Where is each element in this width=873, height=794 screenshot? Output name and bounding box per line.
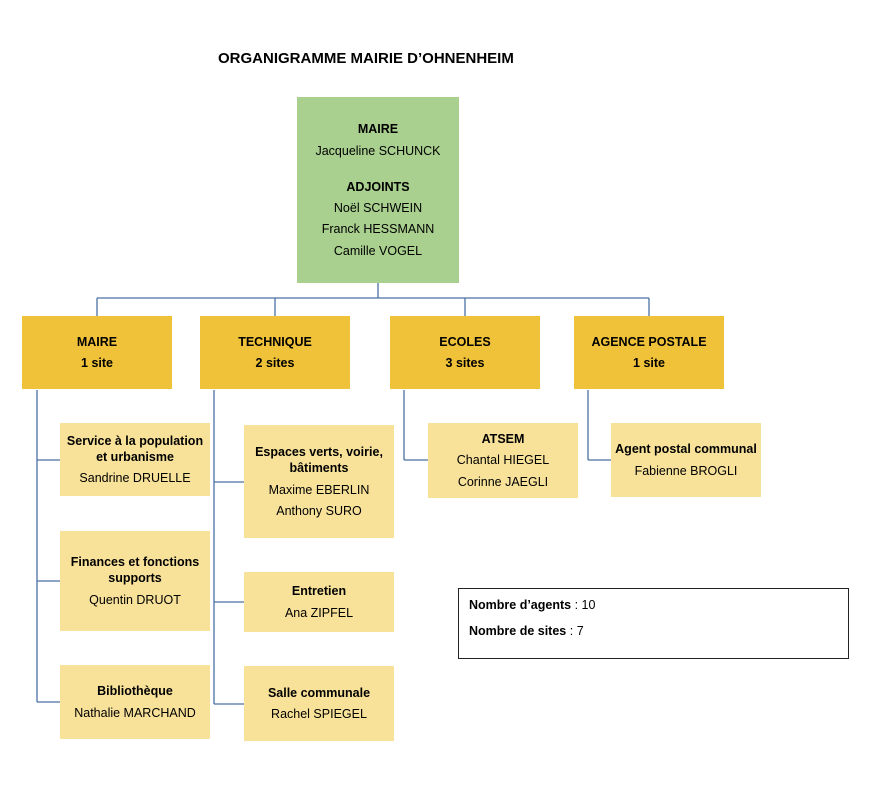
dept-ecoles: ECOLES 3 sites <box>390 316 540 389</box>
unit-title: Agent postal communal <box>615 442 757 457</box>
unit-agent-postal: Agent postal communal Fabienne BROGLI <box>611 423 761 497</box>
maire-adjoints-box: MAIRE Jacqueline SCHUNCK ADJOINTS Noël S… <box>297 97 459 283</box>
dept-sites: 1 site <box>633 356 665 370</box>
dept-name: ECOLES <box>439 334 491 349</box>
dept-sites: 1 site <box>81 356 113 370</box>
unit-finances: Finances et fonctions supports Quentin D… <box>60 531 210 631</box>
maire-name: Jacqueline SCHUNCK <box>315 143 441 158</box>
unit-title: Entretien <box>291 584 347 599</box>
dept-agence-postale: AGENCE POSTALE 1 site <box>574 316 724 389</box>
unit-title: Salle communale <box>267 685 371 700</box>
unit-salle-communale: Salle communale Rachel SPIEGEL <box>244 666 394 741</box>
summary-box: Nombre d’agents : 10 Nombre de sites : 7 <box>458 588 849 659</box>
unit-person: Anthony SURO <box>276 503 362 518</box>
unit-person: Chantal HIEGEL <box>456 453 550 468</box>
sites-count-line: Nombre de sites : 7 <box>469 624 838 638</box>
dept-sites: 3 sites <box>445 356 485 370</box>
sites-count-value: : 7 <box>569 624 584 638</box>
unit-person: Quentin DRUOT <box>89 592 181 607</box>
page-title: ORGANIGRAMME MAIRIE D’OHNENHEIM <box>218 50 514 67</box>
unit-entretien: Entretien Ana ZIPFEL <box>244 572 394 632</box>
unit-title: ATSEM <box>481 432 525 447</box>
unit-person: Nathalie MARCHAND <box>74 705 196 720</box>
unit-person: Fabienne BROGLI <box>634 463 738 478</box>
unit-atsem: ATSEM Chantal HIEGEL Corinne JAEGLI <box>428 423 578 498</box>
dept-technique: TECHNIQUE 2 sites <box>200 316 350 389</box>
unit-person: Sandrine DRUELLE <box>79 471 191 486</box>
adjoint-name: Noël SCHWEIN <box>333 201 423 215</box>
dept-name: AGENCE POSTALE <box>591 334 707 349</box>
agents-count-line: Nombre d’agents : 10 <box>469 598 838 612</box>
unit-service-population: Service à la population et urbanisme San… <box>60 423 210 496</box>
unit-person: Maxime EBERLIN <box>268 482 370 497</box>
unit-person: Rachel SPIEGEL <box>271 707 367 721</box>
adjoints-heading: ADJOINTS <box>346 179 410 194</box>
adjoint-name: Franck HESSMANN <box>321 222 435 237</box>
agents-count-value: : 10 <box>574 598 596 612</box>
dept-mairie: MAIRE 1 site <box>22 316 172 389</box>
dept-sites: 2 sites <box>255 356 295 370</box>
sites-count-label: Nombre de sites <box>469 624 567 638</box>
maire-heading: MAIRE <box>357 122 399 137</box>
adjoint-name: Camille VOGEL <box>333 243 423 258</box>
unit-title: Bibliothèque <box>97 684 173 699</box>
unit-title: Espaces verts, voirie, bâtiments <box>255 445 383 476</box>
dept-name: TECHNIQUE <box>238 334 312 349</box>
unit-person: Ana ZIPFEL <box>284 605 354 620</box>
unit-person: Corinne JAEGLI <box>457 474 549 489</box>
unit-bibliotheque: Bibliothèque Nathalie MARCHAND <box>60 665 210 739</box>
unit-espaces-verts: Espaces verts, voirie, bâtiments Maxime … <box>244 425 394 538</box>
agents-count-label: Nombre d’agents <box>469 598 572 612</box>
dept-name: MAIRE <box>76 334 118 349</box>
unit-title: Finances et fonctions supports <box>70 555 200 586</box>
unit-title: Service à la population et urbanisme <box>66 433 204 464</box>
